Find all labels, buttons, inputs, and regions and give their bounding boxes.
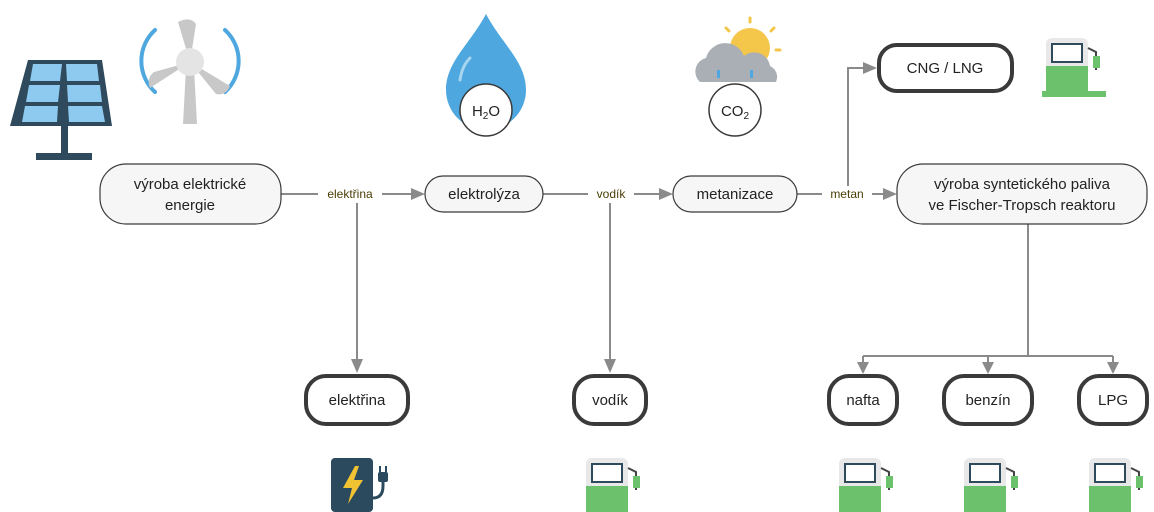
node-nafta: nafta [827, 374, 899, 426]
fuel-pump-icon [1042, 38, 1106, 97]
node-elektrina-label: elektřina [329, 392, 386, 409]
wind-turbine-icon [139, 19, 241, 124]
node-benzin: benzín [942, 374, 1034, 426]
node-metanizace-label: metanizace [697, 186, 774, 203]
edge-label-metan: metan [830, 187, 863, 201]
node-benzin-label: benzín [965, 392, 1010, 409]
node-vodik: vodík [572, 374, 648, 426]
node-lpg-label: LPG [1098, 392, 1128, 409]
cloud-sun-icon: CO2 [695, 16, 782, 137]
node-elektrolyza-label: elektrolýza [448, 186, 520, 203]
edge-metan-cng [847, 67, 864, 186]
node-vyroba-synteticke-line2: ve Fischer-Tropsch reaktoru [928, 197, 1115, 214]
edge-label-vodik: vodík [597, 187, 627, 201]
edge-label-elektrina: elektřina [327, 187, 373, 201]
node-vyroba-synteticke-paliva: výroba syntetického paliva ve Fischer-Tr… [896, 163, 1148, 225]
node-vyroba-synteticke-line1: výroba syntetického paliva [934, 176, 1111, 193]
node-cng-lng-label: CNG / LNG [907, 60, 984, 77]
node-vyroba-elektricke-energie: výroba elektrické energie [99, 163, 282, 225]
node-vyroba-elektricke-line1: výroba elektrické [134, 176, 247, 193]
node-cng-lng: CNG / LNG [877, 43, 1014, 93]
h2o-label: H2O [472, 103, 500, 122]
ev-charger-icon [331, 458, 388, 512]
fuel-pump-icon-nafta [839, 458, 893, 512]
water-drop-icon: H2O [446, 14, 526, 137]
node-metanizace: metanizace [672, 175, 798, 213]
fuel-pump-icon-vodik [586, 458, 640, 512]
h2o-sub: 2 [483, 111, 489, 122]
node-vyroba-elektricke-line2: energie [165, 197, 215, 214]
fuel-pump-icon-lpg [1089, 458, 1143, 512]
node-elektrolyza: elektrolýza [424, 175, 544, 213]
node-lpg: LPG [1077, 374, 1149, 426]
node-vodik-label: vodík [592, 392, 628, 409]
co2-main: CO [721, 103, 744, 120]
h2o-main: H [472, 103, 483, 120]
h2o-tail: O [488, 103, 500, 120]
node-nafta-label: nafta [846, 392, 880, 409]
co2-label: CO2 [721, 103, 750, 122]
fuel-pump-icon-benzin [964, 458, 1018, 512]
node-elektrina: elektřina [304, 374, 410, 426]
co2-sub: 2 [743, 111, 749, 122]
solar-panel-icon [10, 60, 112, 160]
